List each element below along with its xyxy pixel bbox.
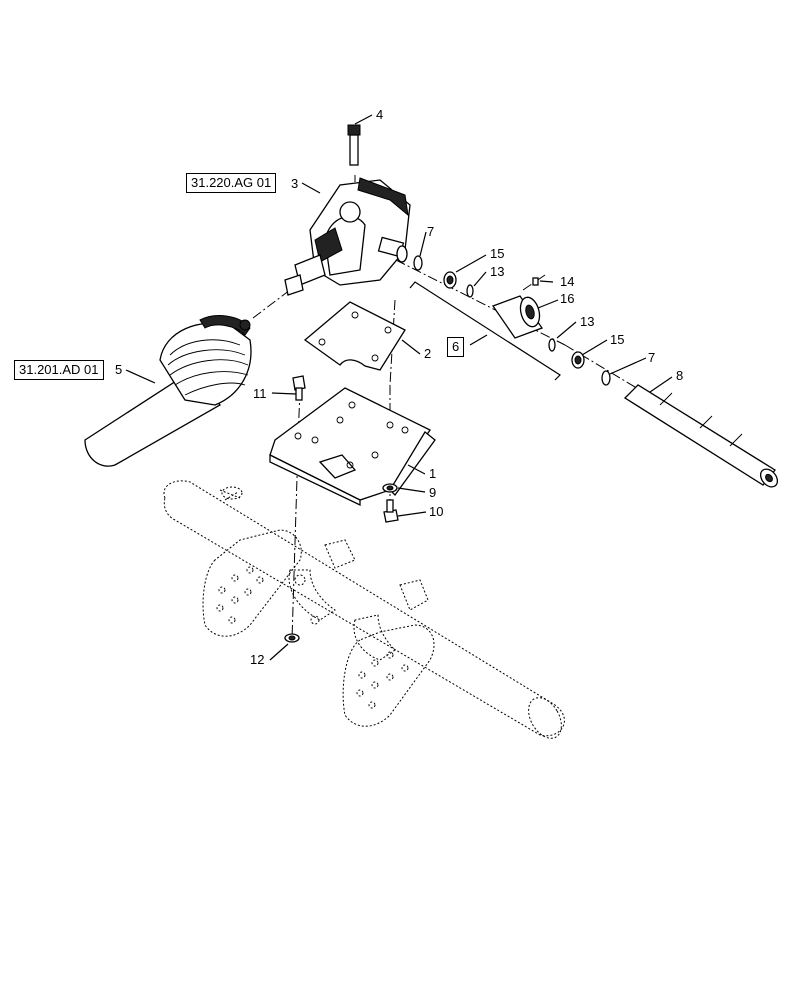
gearbox-reference-box[interactable]: 31.220.AG 01 [186, 173, 277, 193]
snap-ring-7b [601, 370, 611, 386]
shaft-8 [623, 384, 779, 488]
snap-ring-13b [548, 338, 556, 352]
callout-4: 4 [376, 107, 383, 122]
callout-10: 10 [429, 504, 443, 519]
kit-leader [469, 334, 488, 346]
bolt-11 [292, 375, 306, 401]
bolt-10 [383, 499, 399, 523]
mounting-plate [303, 301, 406, 371]
kit-reference-box[interactable]: 6 [447, 337, 465, 357]
callout-15b: 15 [610, 332, 624, 347]
kit-bracket [409, 281, 561, 381]
callout-11: 11 [253, 386, 267, 401]
grease-fitting [347, 124, 361, 166]
driveline-reference-box[interactable]: 31.201.AD 01 [14, 360, 104, 380]
gearbox [284, 177, 411, 296]
bushing-15b [571, 351, 585, 369]
callout-3: 3 [291, 176, 298, 191]
callout-13a: 13 [490, 264, 504, 279]
callout-5: 5 [115, 362, 122, 377]
callout-7b: 7 [648, 350, 655, 365]
nut-12 [284, 633, 300, 643]
bushing-15a [443, 271, 457, 289]
snap-ring-7a [413, 255, 423, 271]
snap-ring-13a [466, 284, 474, 298]
mount-bracket [269, 387, 436, 507]
callout-16: 16 [560, 291, 574, 306]
callout-12: 12 [250, 652, 264, 667]
callout-8: 8 [676, 368, 683, 383]
fitting-14 [532, 277, 539, 286]
callout-2: 2 [424, 346, 431, 361]
assembly-centerlines [252, 175, 641, 641]
callout-numbers: 4 3 5 7 15 13 14 16 13 15 7 8 2 11 1 9 1… [115, 107, 683, 667]
callout-15a: 15 [490, 246, 504, 261]
leader-lines [125, 114, 673, 661]
washer-9 [382, 483, 398, 493]
bearing-16 [491, 295, 544, 339]
callout-1: 1 [429, 466, 436, 481]
callout-14: 14 [560, 274, 574, 289]
callout-9: 9 [429, 485, 436, 500]
callout-13b: 13 [580, 314, 594, 329]
driveline [84, 315, 252, 467]
callout-7a: 7 [427, 224, 434, 239]
frame-tube [163, 480, 565, 739]
